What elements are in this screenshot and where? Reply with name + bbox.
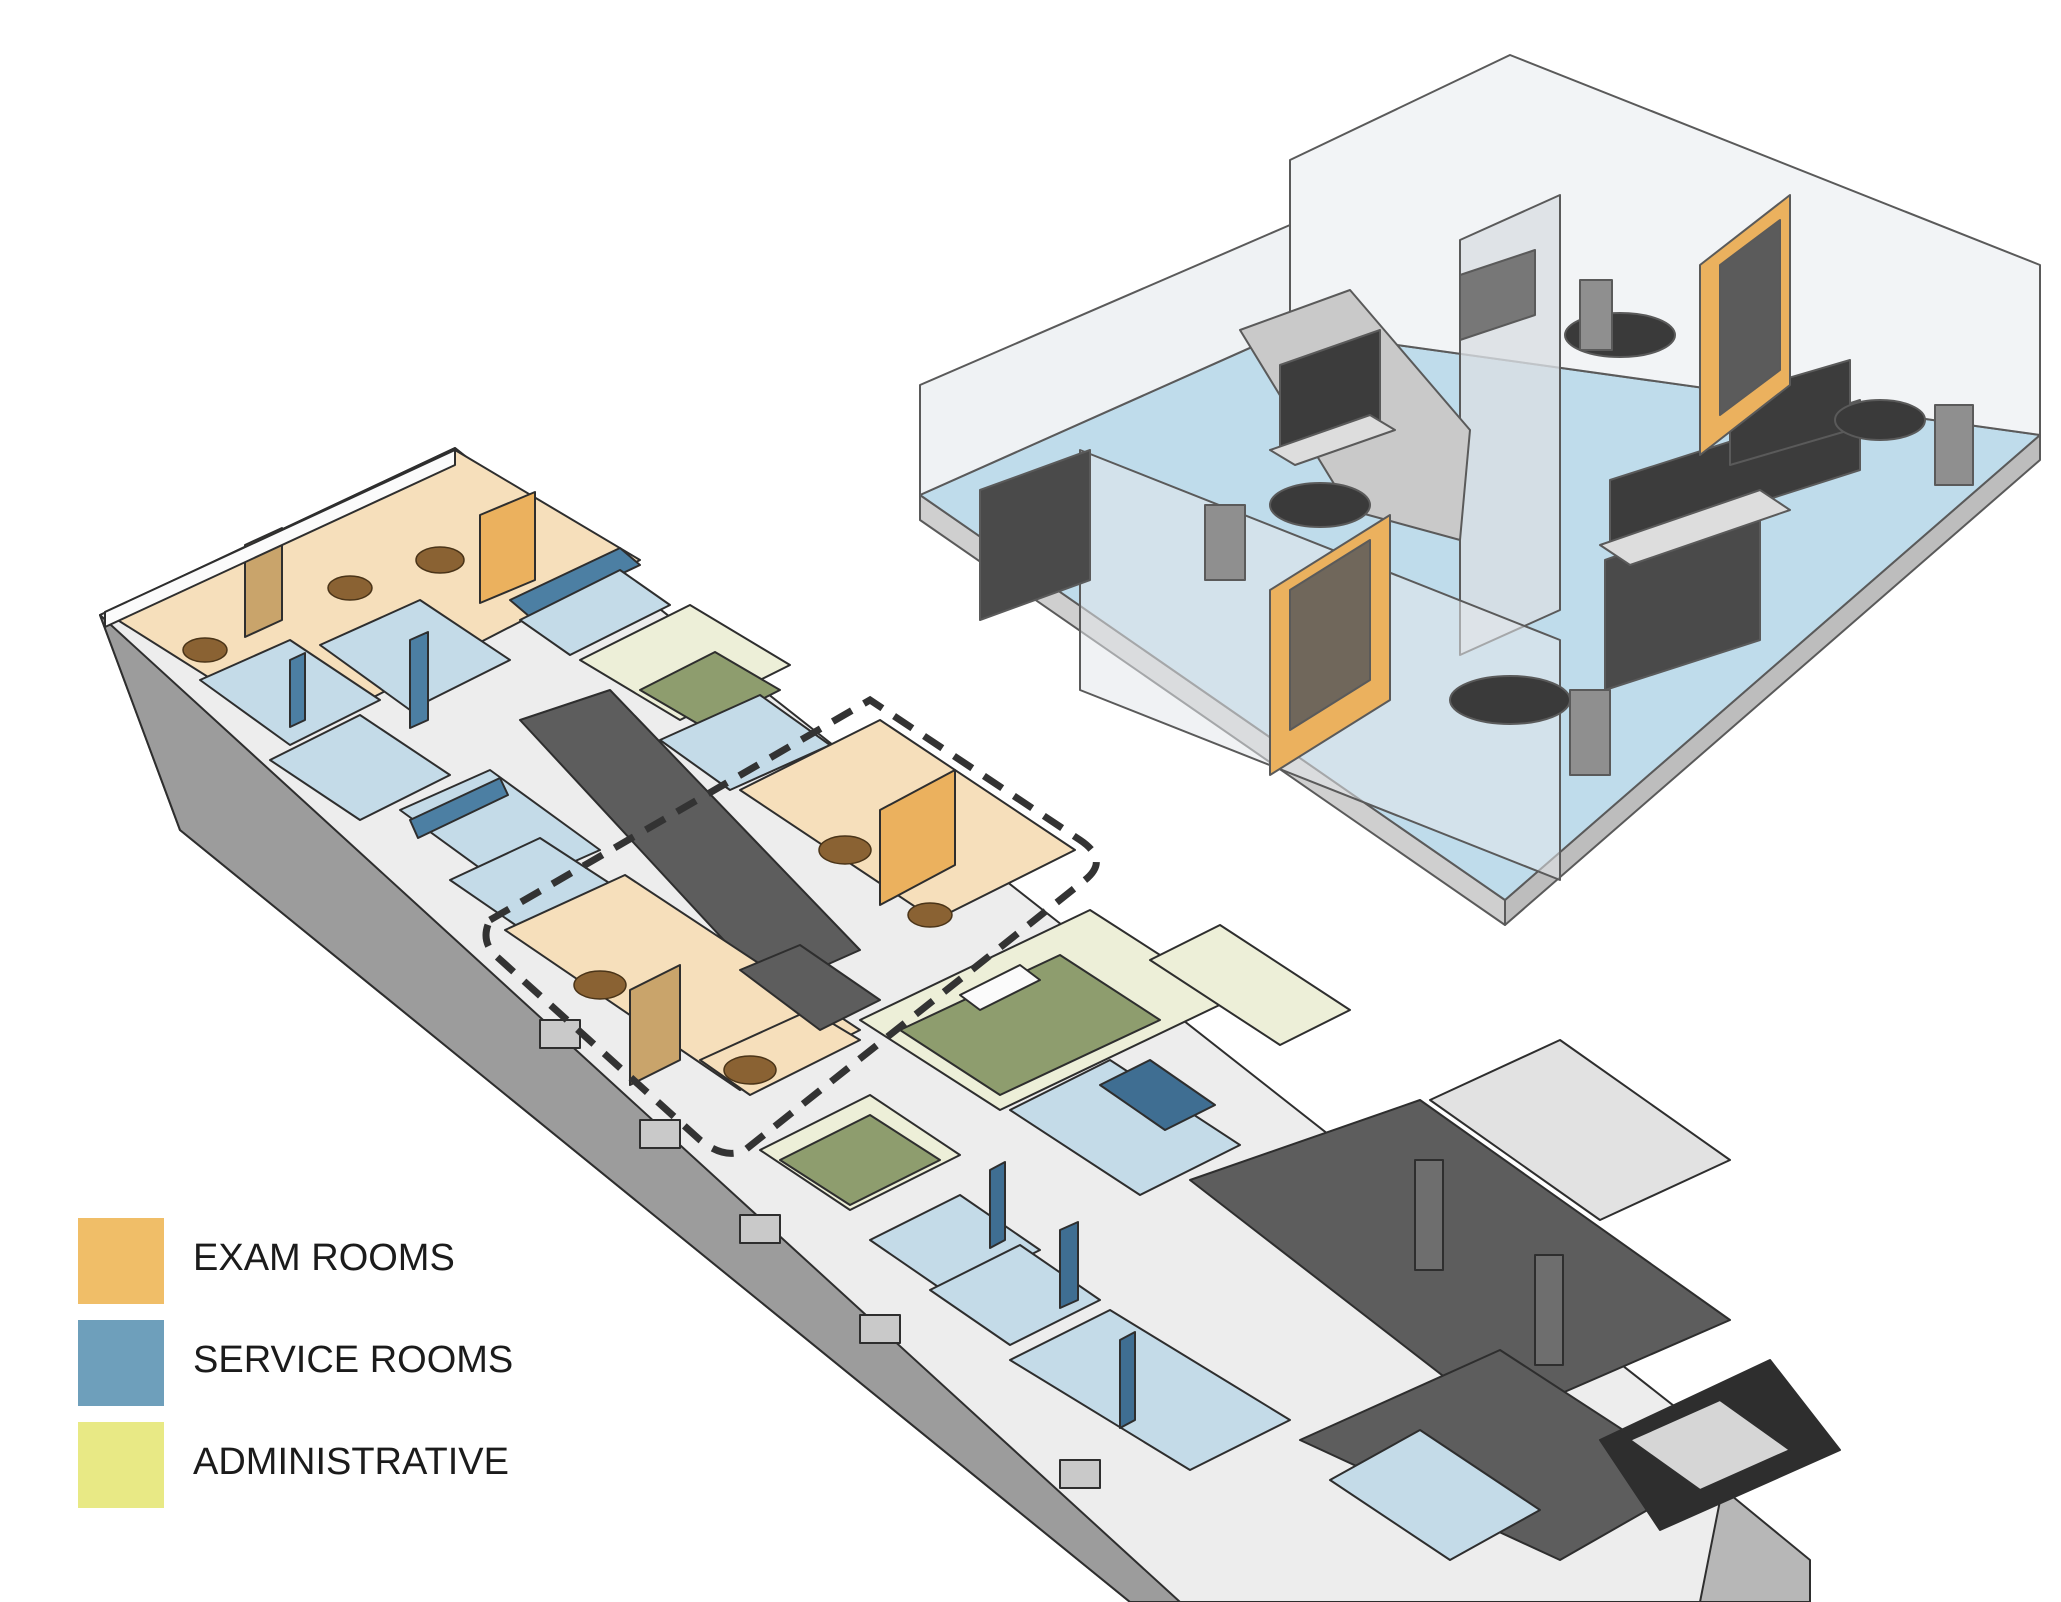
corridor-north [519, 689, 861, 991]
exam-partition-module-2-glass [1289, 539, 1371, 731]
east-wing-light [1629, 1399, 1791, 1491]
admin-room-north-carpet [639, 651, 781, 729]
dental-chair-icon [907, 902, 953, 928]
service-room-door-4 [1059, 1221, 1079, 1309]
corridor-mid [739, 944, 881, 1031]
service-room-door-3 [989, 1161, 1006, 1249]
exam-room-highlight-2-partition [629, 964, 681, 1086]
dental-chair-icon [818, 835, 872, 865]
legend-label-admin: ADMINISTRATIVE [193, 1441, 509, 1483]
dental-chair-icon [327, 575, 373, 601]
exam-wing-north-backwall [104, 449, 456, 628]
service-room-5-cabinets [409, 777, 509, 839]
dental-chair-icon [723, 1055, 777, 1085]
column-2 [1534, 1254, 1564, 1366]
dental-chair-icon [1834, 399, 1926, 441]
dental-unit-1 [1204, 504, 1246, 581]
legend: EXAM ROOMS SERVICE ROOMS ADMINISTRATIVE [78, 1218, 513, 1508]
dental-chair-icon [415, 546, 465, 574]
lobby-floor [1189, 1099, 1731, 1421]
service-room-toilet [1009, 1309, 1291, 1471]
service-room-door-1 [289, 652, 306, 728]
dental-chair-icon [1449, 675, 1571, 725]
legend-label-exam: EXAM ROOMS [193, 1237, 455, 1279]
service-room-9 [929, 1244, 1101, 1346]
legend-label-service: SERVICE ROOMS [193, 1339, 513, 1381]
exam-partition-north-2 [479, 491, 536, 604]
window-2 [639, 1119, 681, 1149]
legend-swatch-admin [78, 1422, 164, 1508]
window-3 [739, 1214, 781, 1244]
service-room-10 [1329, 1429, 1541, 1561]
floor-plan-building [99, 447, 1841, 1602]
window-1 [539, 1019, 581, 1049]
cabinet-base-1 [979, 449, 1091, 621]
dental-chair-icon [573, 970, 627, 1000]
legend-swatch-exam [78, 1218, 164, 1304]
cabinet-grey-1 [1459, 249, 1536, 341]
dental-chair-icon [1269, 482, 1371, 528]
dental-unit-2 [1569, 689, 1611, 776]
floor-plan-chairs [182, 546, 953, 1085]
service-room-sterilization-cabinets [1099, 1059, 1216, 1131]
cabinet-counter-2 [1599, 489, 1791, 566]
exam-room-highlight-1-partition [879, 769, 956, 906]
dental-unit-4 [1579, 279, 1613, 351]
service-room-sterilization [1009, 1059, 1241, 1196]
reception-desk [959, 964, 1041, 1011]
dental-chair-icon [182, 637, 228, 663]
window-5 [1059, 1459, 1101, 1489]
east-wing-wall [1429, 1039, 1731, 1221]
service-room-3 [269, 714, 451, 821]
column-1 [1414, 1159, 1444, 1271]
service-room-door-2 [409, 631, 429, 729]
admin-room-east [1149, 924, 1351, 1046]
cabinet-counter-1 [1269, 414, 1396, 466]
dashed-highlight-outline [482, 695, 1100, 1157]
service-room-cabinets [509, 547, 641, 618]
exam-partition-module-1-glass [1719, 219, 1781, 416]
service-room-door-5 [1119, 1331, 1136, 1429]
dental-unit-3 [1934, 404, 1974, 486]
exam-module-3d [919, 54, 2041, 926]
admin-room-south-carpet [779, 1114, 941, 1206]
window-4 [859, 1314, 901, 1344]
legend-swatch-service [78, 1320, 164, 1406]
service-room-4 [519, 569, 671, 656]
